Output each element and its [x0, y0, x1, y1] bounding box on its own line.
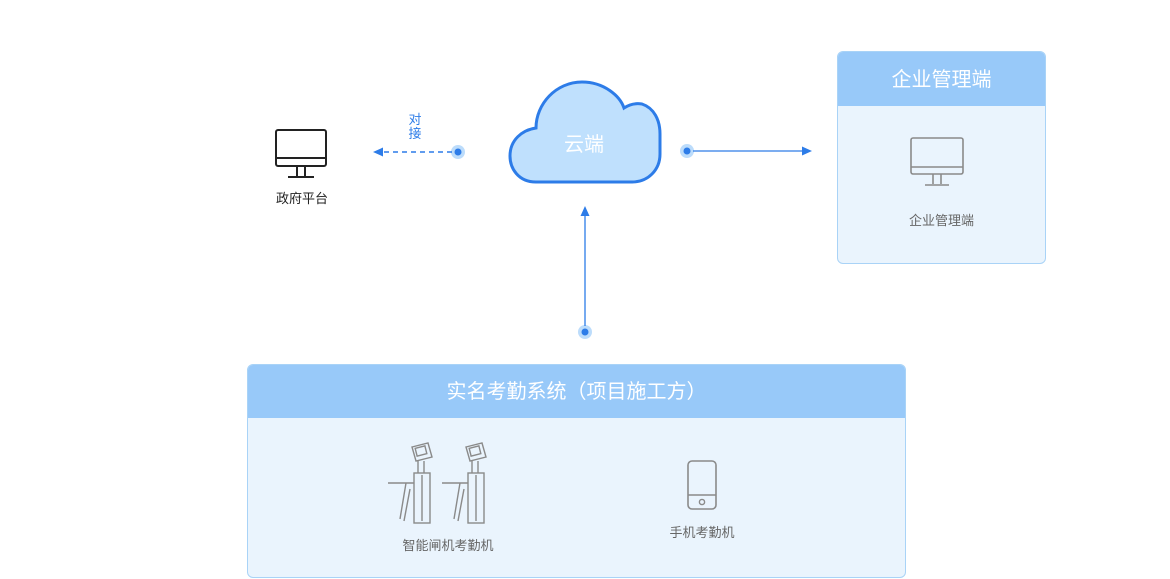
enterprise-connector [680, 144, 812, 158]
attendance-system-panel: 实名考勤系统（项目施工方） 智能闸机考勤机 [247, 364, 906, 578]
enterprise-item-label: 企业管理端 [908, 214, 974, 229]
attendance-connector [578, 206, 592, 339]
attendance-panel-title: 实名考勤系统（项目施工方） [248, 365, 905, 418]
cloud-icon [508, 80, 662, 184]
monitor-icon [910, 137, 964, 186]
gov-connector [373, 145, 465, 159]
connect-label: 对接 [408, 113, 422, 142]
enterprise-panel-title: 企业管理端 [838, 52, 1045, 106]
turnstile-attendance-label: 智能闸机考勤机 [402, 539, 494, 554]
phone-attendance-label: 手机考勤机 [669, 526, 735, 541]
cloud-label: 云端 [564, 132, 604, 156]
enterprise-panel: 企业管理端 企业管理端 [837, 51, 1046, 264]
monitor-icon [275, 129, 327, 178]
gov-platform-label: 政府平台 [275, 192, 328, 207]
phone-icon [687, 460, 717, 510]
turnstile-icon [388, 442, 487, 524]
